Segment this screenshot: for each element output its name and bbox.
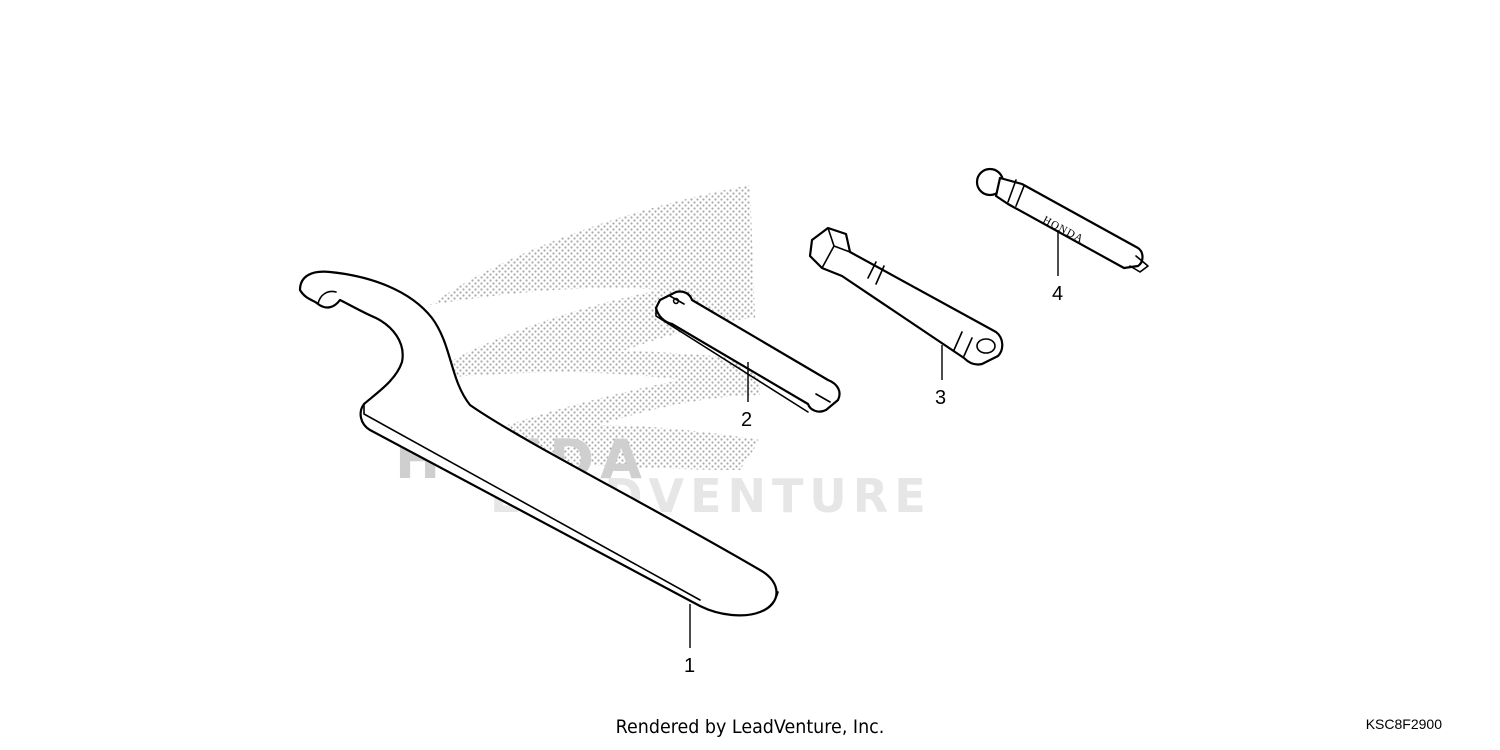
callout-2[interactable]: 2 [741,409,752,431]
footer-credit: Rendered by LeadVenture, Inc. [615,716,885,738]
callout-1[interactable]: 1 [684,655,695,677]
callout-4[interactable]: 4 [1052,283,1063,305]
pin-spanner-wrench [298,270,779,617]
leader-lines [689,230,1059,648]
socket-extension-tool [808,226,1004,366]
screwdriver-grip: HONDA [975,167,1149,273]
wing-watermark-icon [420,185,760,470]
spoke-wrench [654,290,841,413]
callouts: 1 2 3 4 [684,283,1063,677]
diagram-code: KSC8F2900 [1365,716,1442,732]
callout-3[interactable]: 3 [935,387,946,409]
